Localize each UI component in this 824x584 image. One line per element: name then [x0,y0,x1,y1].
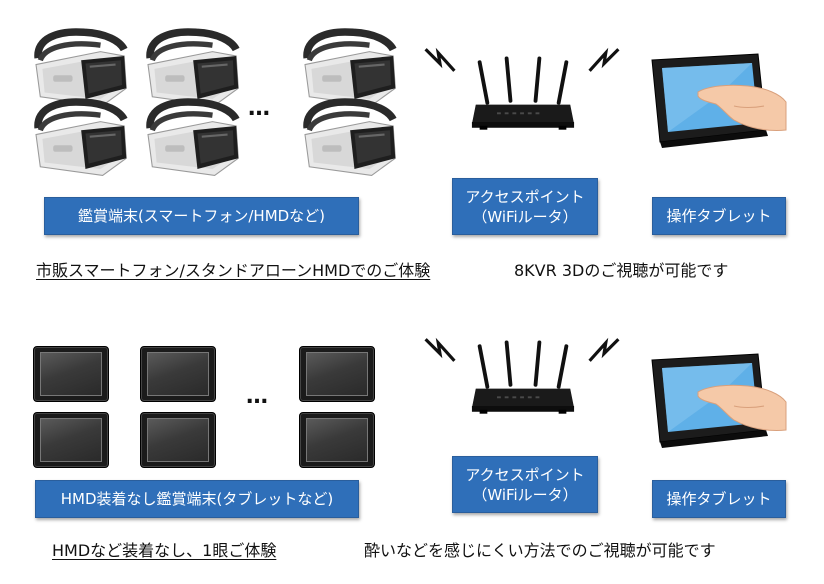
viewer-device-label: HMD装着なし鑑賞端末(タブレットなど) [35,480,359,518]
tablet-device-icon [33,346,109,402]
wifi-signal-icon [422,42,458,78]
ellipsis: … [248,96,273,121]
touch-tablet-icon [638,46,788,156]
vr-headset-icon [137,98,245,184]
vr-headset-icon [294,98,402,184]
control-tablet-label: 操作タブレット [652,197,786,235]
wifi-signal-icon [586,332,622,368]
caption-left: 市販スマートフォン/スタンドアローンHMDでのご体験 [36,261,431,280]
tablet-device-icon [140,346,216,402]
access-point-label: アクセスポイント （WiFiルータ） [452,178,598,235]
touch-tablet-icon [638,346,788,456]
router-icon [470,56,576,134]
caption-left: HMDなど装着なし、1眼ご体験 [52,541,277,560]
tablet-device-icon [299,346,375,402]
caption-right: 酔いなどを感じにくい方法でのご視聴が可能です [364,541,716,560]
access-point-label: アクセスポイント （WiFiルータ） [452,456,598,513]
tablet-device-icon [140,412,216,468]
tablet-device-icon [299,412,375,468]
caption-right: 8KVR 3Dのご視聴が可能です [514,261,729,280]
ellipsis: … [246,384,271,409]
control-tablet-label: 操作タブレット [652,480,786,518]
viewer-device-label: 鑑賞端末(スマートフォン/HMDなど) [44,197,359,235]
tablet-device-icon [33,412,109,468]
wifi-signal-icon [586,42,622,78]
router-icon [470,340,576,418]
vr-headset-icon [25,98,133,184]
wifi-signal-icon [422,332,458,368]
